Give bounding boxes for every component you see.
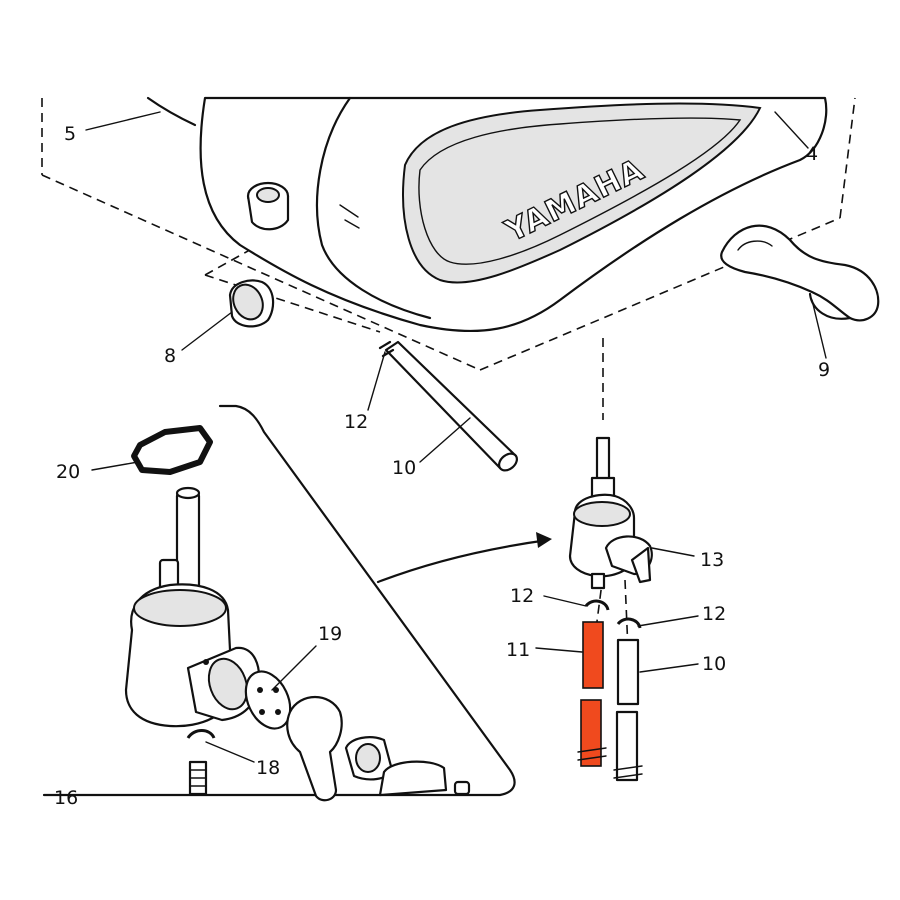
hose-segment-lower (580, 699, 602, 767)
fuel-cock-gasket (131, 425, 213, 475)
callout-12-top: 12 (344, 411, 368, 433)
callout-12-left: 12 (510, 585, 534, 607)
callout-11: 11 (506, 639, 530, 661)
callout-8: 8 (164, 345, 176, 367)
fuel-cock-lever (286, 696, 343, 802)
inset-pointer-arrow (376, 532, 552, 584)
fuel-cock-inset (124, 486, 261, 728)
fuel-cock-plate (344, 736, 471, 797)
hose-segment-upper (582, 621, 604, 689)
fuel-cock-assembly (568, 436, 653, 590)
callout-19: 19 (318, 623, 342, 645)
callout-12-right: 12 (702, 603, 726, 625)
fuel-tank: YAMAHA (146, 96, 828, 333)
callout-4: 4 (806, 143, 818, 165)
callout-10-top: 10 (392, 457, 416, 479)
fuel-hose-upper (378, 340, 518, 472)
callout-16: 16 (54, 787, 78, 809)
callout-labels: 5 4 8 9 12 10 20 13 12 12 19 11 10 18 16 (54, 123, 830, 809)
fuel-cock-disc (244, 670, 292, 730)
tank-cap (228, 279, 275, 328)
bolt (188, 760, 208, 796)
inset-frame (42, 404, 516, 797)
hose-clip-right (616, 617, 642, 629)
hose-clip-left (584, 599, 610, 611)
callout-9: 9 (818, 359, 830, 381)
callout-13: 13 (700, 549, 724, 571)
tank-bracket (720, 224, 880, 322)
callout-18: 18 (256, 757, 280, 779)
callout-5: 5 (64, 123, 76, 145)
circlip (186, 729, 216, 739)
fuel-hose-lower (613, 638, 643, 782)
assembly-guide-lines (41, 97, 856, 661)
fuel-hose-highlighted (577, 621, 607, 767)
callout-10-bottom: 10 (702, 653, 726, 675)
callout-20: 20 (56, 461, 80, 483)
leader-lines (85, 111, 827, 763)
